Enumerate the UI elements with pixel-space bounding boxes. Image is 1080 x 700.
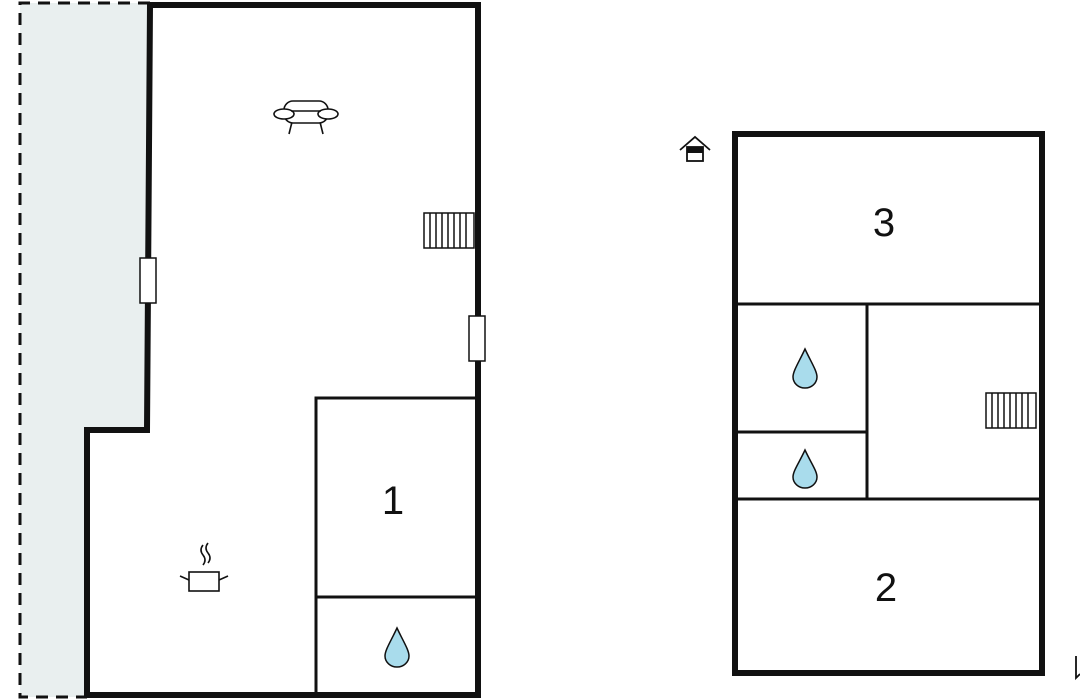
room-label-bedroom-2: 2 xyxy=(875,566,897,610)
window-left xyxy=(139,257,157,304)
window-right xyxy=(468,315,486,362)
terrace-area xyxy=(20,3,150,697)
stairs-icon xyxy=(423,212,475,249)
sofa-icon xyxy=(273,100,339,135)
bathroom-water-drop-icon xyxy=(384,626,410,668)
ground-floor-plan: 1 xyxy=(18,1,486,699)
ground-floor-outer-wall xyxy=(84,2,481,698)
upper-floor-outer-wall xyxy=(732,131,1045,676)
upper-floor-plan: 3 2 xyxy=(679,131,1045,676)
compass-arrow-icon xyxy=(1075,656,1080,681)
terrace-dashed-outline xyxy=(18,1,150,699)
kitchen-pot-icon xyxy=(179,542,229,592)
house-icon xyxy=(679,135,711,162)
room-label-bedroom-3: 3 xyxy=(873,201,895,245)
room-label-bedroom-1: 1 xyxy=(382,479,404,523)
bathroom-water-drop-icon xyxy=(792,448,818,489)
stairs-icon xyxy=(985,392,1037,429)
bathroom-water-drop-icon xyxy=(792,347,818,389)
